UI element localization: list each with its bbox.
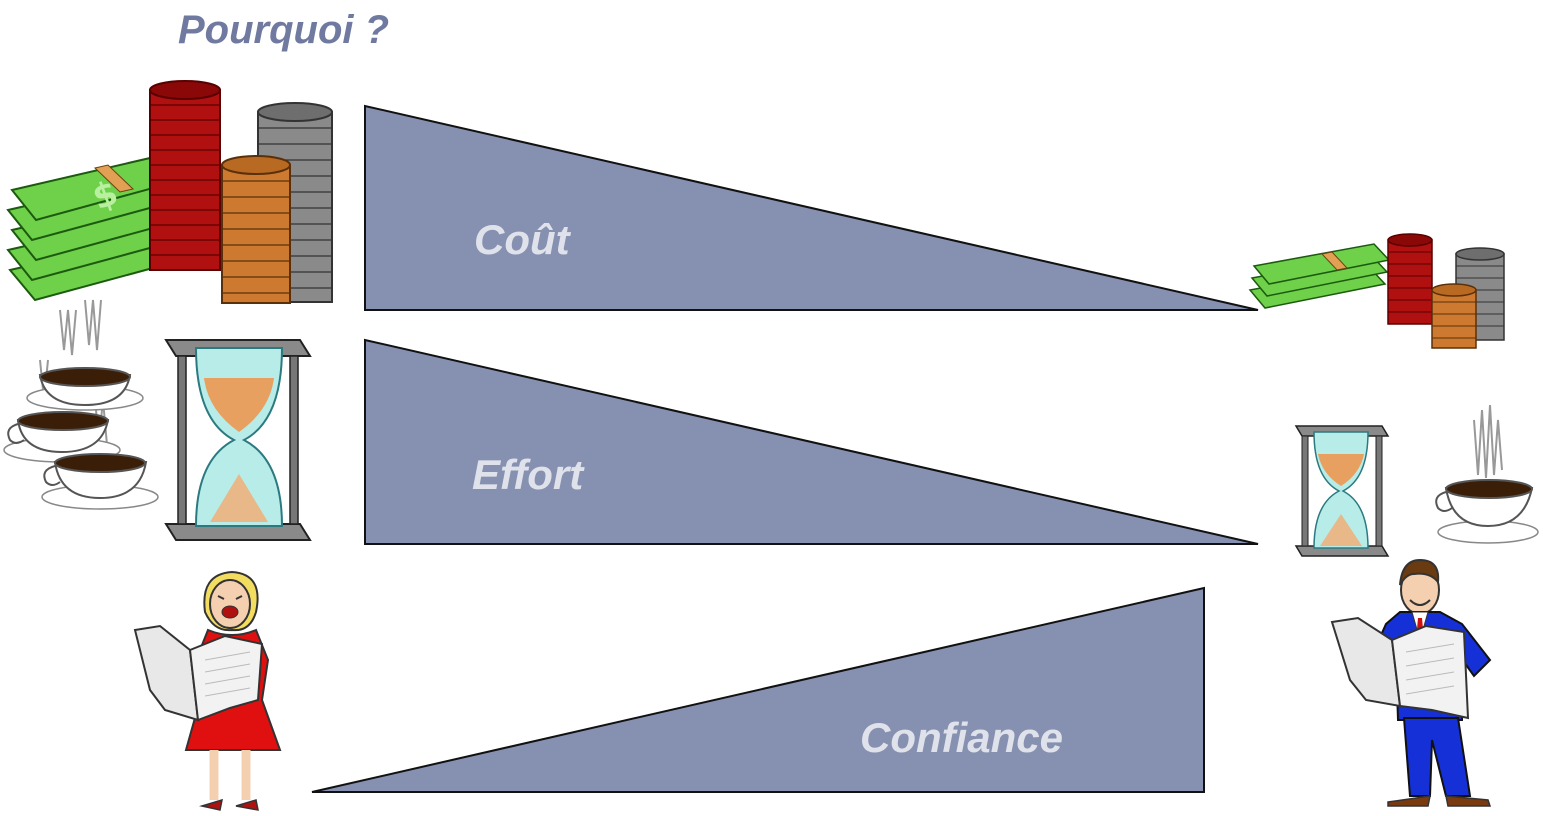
coffee-cups-many-icon [3,299,159,510]
hourglass-large-icon [164,339,312,541]
money-stack-large-icon: $ [6,80,333,304]
page-title: Pourquoi ? [178,8,390,52]
confidence-label: Confiance [860,714,1064,761]
effort-wedge [364,338,1259,545]
money-stack-small-icon [1248,233,1505,349]
hourglass-small-icon [1294,425,1390,557]
worried-woman-newspaper-icon [133,570,282,811]
cost-label: Coût [474,216,570,263]
confidence-wedge [311,586,1205,793]
happy-man-newspaper-icon [1330,558,1492,807]
effort-label: Effort [472,451,584,498]
coffee-cup-single-icon [1435,404,1539,544]
cost-wedge [364,104,1259,311]
